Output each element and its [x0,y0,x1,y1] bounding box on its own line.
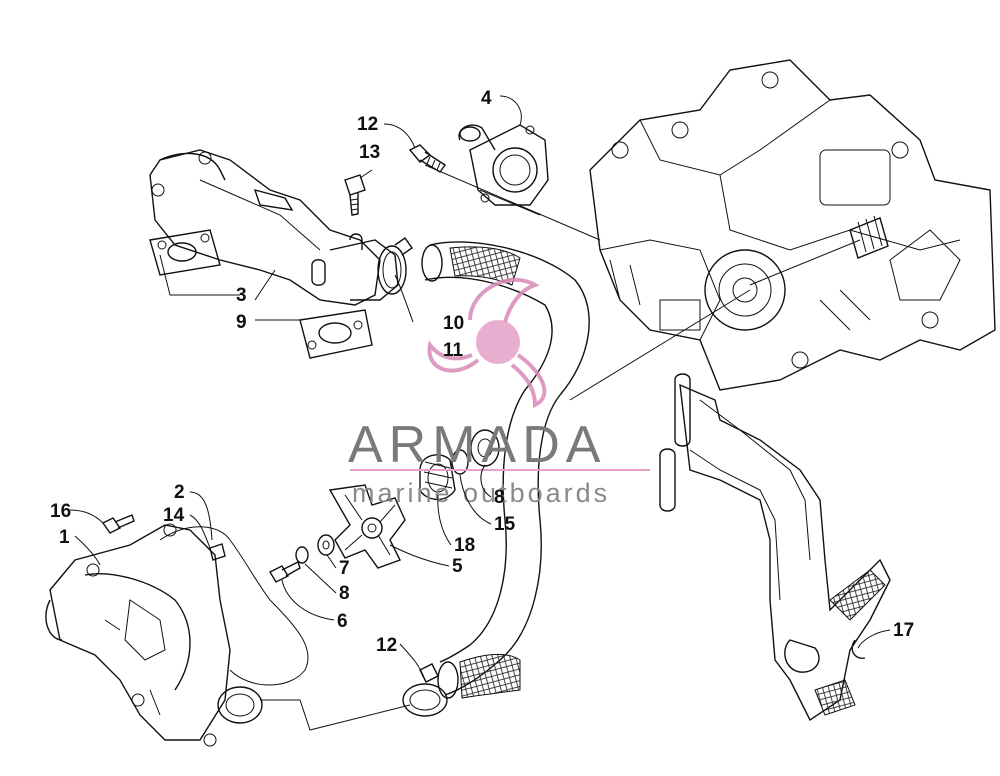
outlet-elbow-4 [458,124,549,206]
callout-12-lower: 12 [376,635,397,656]
callout-7: 7 [339,558,350,579]
bolt-14 [344,174,366,216]
hose-clamp-upper [377,237,413,295]
water-manifold [149,149,399,359]
gasket-15 [159,526,309,686]
callout-11: 8 [494,487,505,508]
logo-blade-top [468,278,540,323]
callout-2: 2 [174,482,185,503]
logo-blade-right [510,353,547,409]
callout-8: 8 [339,583,350,604]
engine-block [589,59,996,391]
bypass-pipe [659,373,891,722]
impeller-5 [328,484,406,569]
logo-hub [476,320,520,364]
callout-4: 4 [481,88,492,109]
small-hardware [269,534,335,583]
callout-14: 13 [359,142,380,163]
seal-stack [419,429,500,501]
callout-6: 6 [337,611,348,632]
callout-15: 14 [163,505,185,526]
callout-leaders [69,95,891,681]
callout-10: 10 [443,313,464,334]
callout-9: 9 [236,312,247,333]
callout-16: 15 [494,514,516,535]
callout-1: 1 [59,527,70,548]
logo-blade-left [427,340,480,373]
callout-3: 3 [236,285,247,306]
callout-17: 16 [50,501,71,522]
brand-name: ARMADA [348,416,606,474]
bolt-17 [101,514,135,534]
armada-logo [427,278,547,409]
callout-19: 18 [454,535,475,556]
coolant-hose [421,241,590,699]
brand-tagline: marine outboards [352,478,610,508]
callout-13: 12 [357,114,378,135]
leader-lines [159,164,751,731]
callout-18: 17 [893,620,914,641]
callout-labels: 4 12 13 3 9 10 11 2 14 16 1 8 15 18 5 7 … [50,88,914,656]
bolt-13 [408,144,446,173]
water-pump-housing [45,523,263,747]
callout-5: 5 [452,556,463,577]
callout-12-upper: 11 [443,340,464,361]
